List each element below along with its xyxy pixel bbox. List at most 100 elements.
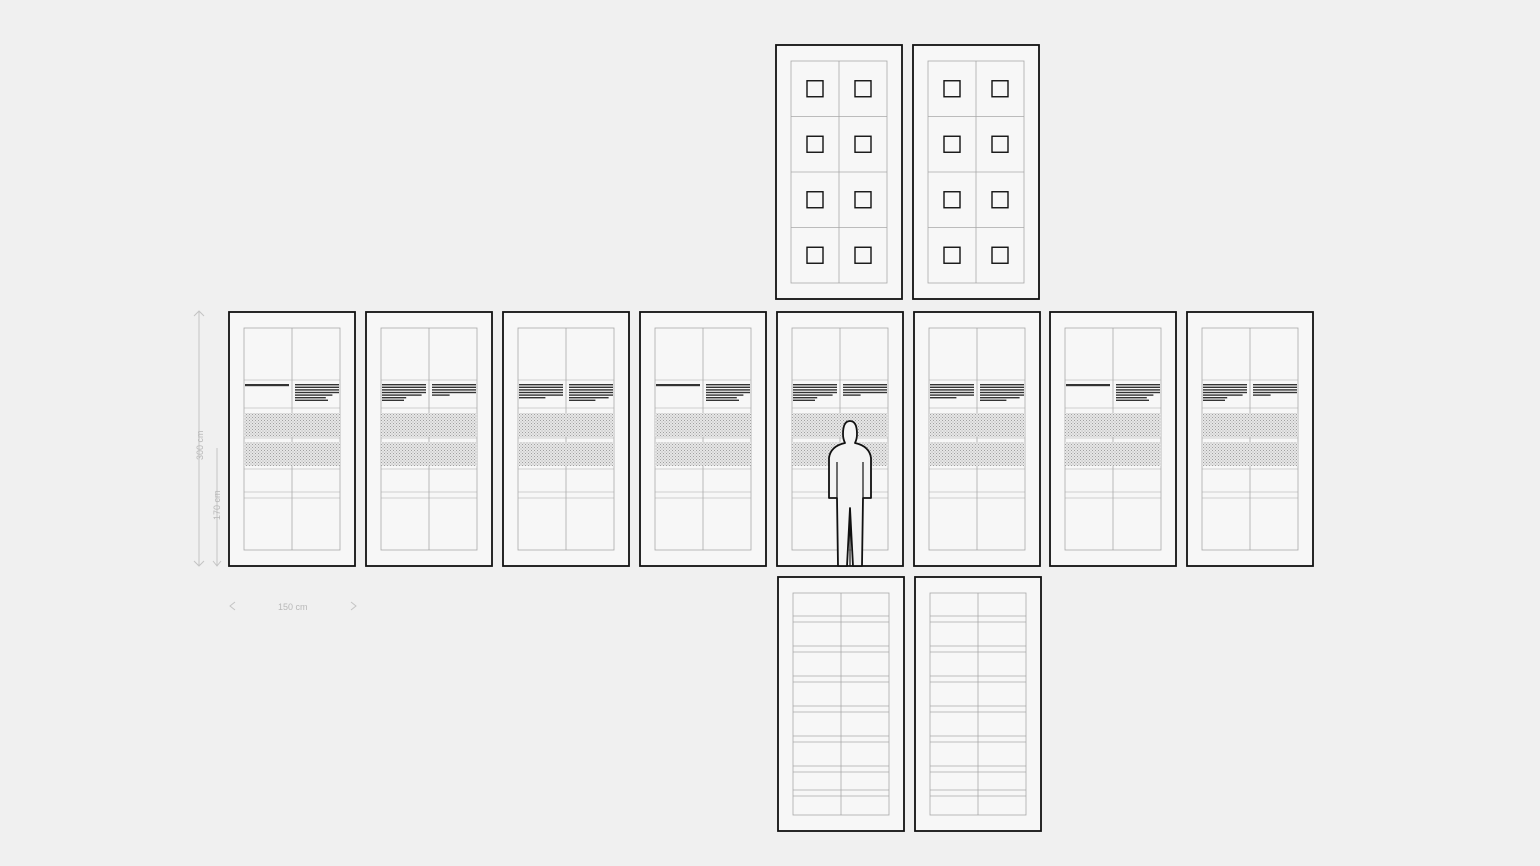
text-line (295, 391, 339, 394)
text-line (980, 389, 1024, 391)
square-mark (806, 135, 824, 153)
text-line (1253, 391, 1297, 394)
text-line (930, 397, 957, 399)
text-line (382, 384, 426, 386)
square-mark (991, 246, 1009, 264)
text-line (706, 397, 737, 399)
bottom-panel-row (777, 576, 1042, 832)
text-line (382, 399, 404, 401)
text-line (843, 389, 887, 391)
dimension-panel-width: 150 cm (278, 602, 308, 612)
text-line (519, 397, 546, 399)
text-line (1116, 386, 1160, 388)
text-line (656, 384, 700, 387)
text-line (1116, 397, 1147, 399)
stipple-band (792, 413, 888, 437)
text-line (519, 394, 563, 396)
square-mark (806, 191, 824, 209)
text-line (519, 386, 563, 388)
stipple-band (929, 442, 1025, 466)
text-line (1203, 394, 1243, 396)
text-line (706, 399, 739, 401)
text-line (1116, 384, 1160, 386)
text-line (569, 397, 609, 399)
text-line (432, 386, 476, 388)
text-line (843, 386, 887, 388)
text-line (295, 384, 339, 386)
panel-top-1 (775, 44, 903, 300)
stipple-band (244, 442, 340, 466)
text-line (295, 389, 339, 391)
panel-mid-7 (1049, 311, 1177, 567)
text-line (793, 384, 837, 386)
text-line (980, 399, 1007, 401)
text-line (793, 386, 837, 388)
panel-mid-1 (228, 311, 356, 567)
stipple-band (381, 413, 477, 437)
text-line (245, 384, 289, 387)
text-line (519, 384, 563, 386)
square-mark (806, 246, 824, 264)
text-line (793, 389, 837, 391)
stipple-band (518, 442, 614, 466)
text-line (1253, 386, 1297, 388)
text-line (1116, 399, 1149, 401)
text-line (1066, 384, 1110, 387)
text-line (843, 391, 887, 394)
text-line (569, 386, 613, 388)
panel-mid-6 (913, 311, 1041, 567)
text-line (793, 391, 837, 394)
text-line (519, 391, 563, 394)
square-mark (854, 191, 872, 209)
text-line (930, 389, 974, 391)
text-line (382, 389, 426, 391)
text-line (1116, 391, 1160, 394)
text-line (1203, 386, 1247, 388)
square-mark (943, 80, 961, 98)
square-mark (806, 80, 824, 98)
text-line (980, 386, 1024, 388)
text-line (1203, 384, 1247, 386)
text-line (382, 386, 426, 388)
stipple-band (244, 413, 340, 437)
text-line (980, 384, 1024, 386)
text-line (843, 394, 861, 396)
stipple-band (518, 413, 614, 437)
text-line (569, 394, 613, 396)
text-line (382, 394, 422, 396)
text-line (706, 384, 750, 386)
square-mark (991, 191, 1009, 209)
text-line (930, 391, 974, 394)
stipple-band (1065, 413, 1161, 437)
text-line (1203, 389, 1247, 391)
stipple-band (655, 442, 751, 466)
text-line (295, 386, 339, 388)
text-line (930, 386, 974, 388)
text-line (706, 389, 750, 391)
text-line (980, 391, 1024, 394)
text-line (793, 394, 833, 396)
square-mark (854, 80, 872, 98)
text-line (432, 384, 476, 386)
text-line (295, 397, 326, 399)
stipple-band (1065, 442, 1161, 466)
text-line (706, 394, 744, 396)
text-line (1116, 389, 1160, 391)
stipple-band (1202, 442, 1298, 466)
text-line (432, 389, 476, 391)
text-line (295, 394, 333, 396)
square-mark (991, 135, 1009, 153)
text-line (295, 399, 328, 401)
text-line (793, 399, 815, 401)
text-line (519, 389, 563, 391)
stipple-band (1202, 413, 1298, 437)
text-line (930, 394, 974, 396)
text-line (382, 391, 426, 394)
panel-mid-8 (1186, 311, 1314, 567)
text-line (569, 384, 613, 386)
dimension-vertical (193, 310, 222, 567)
square-mark (854, 135, 872, 153)
middle-panel-row (228, 311, 1314, 567)
text-line (930, 384, 974, 386)
text-line (1116, 394, 1154, 396)
